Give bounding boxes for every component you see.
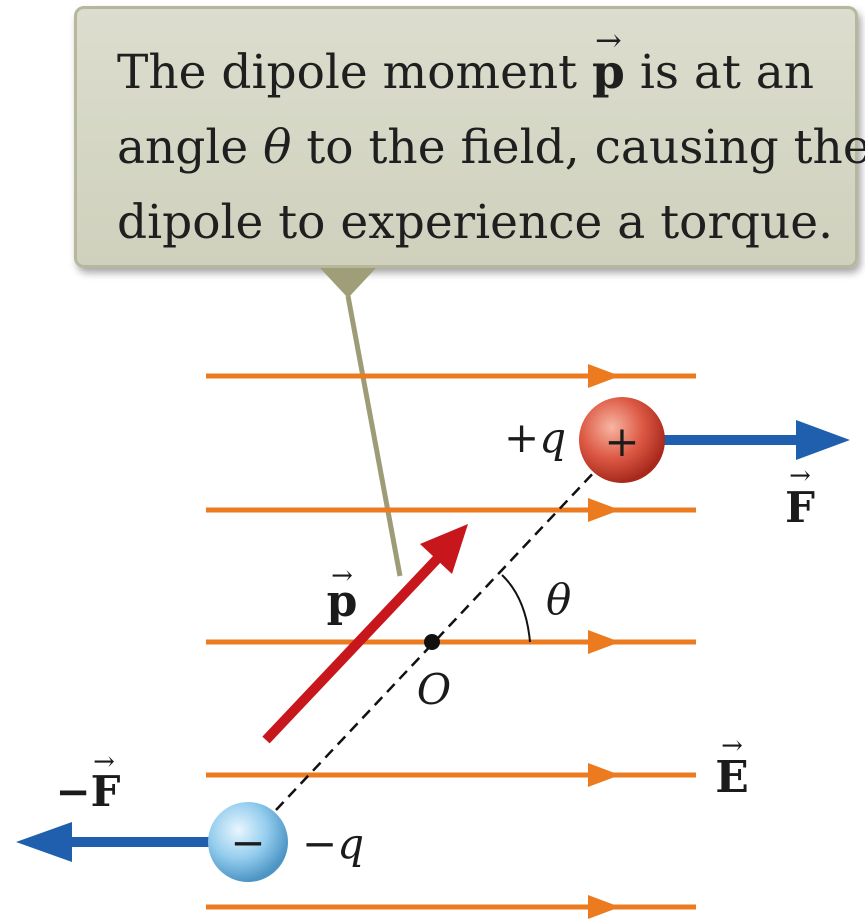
callout-box: The dipole moment p is at an angle θ to … — [74, 3, 865, 268]
neg-force-label: −F — [55, 767, 120, 816]
plus-q-label: +q — [504, 413, 566, 462]
origin-point — [424, 634, 440, 650]
force-label: F — [785, 483, 815, 532]
e-label: E — [715, 752, 749, 803]
dipole-moment-label: → p — [327, 561, 358, 627]
e-vector-arrow: → — [721, 731, 743, 761]
force-label-right: → F — [785, 461, 815, 532]
force-arrow-left — [16, 822, 222, 862]
callout-pointer-line — [345, 295, 403, 577]
positive-charge — [579, 397, 665, 483]
callout-line-2: angle θ to the field, causing the — [117, 110, 865, 185]
callout-line-1: The dipole moment p is at an — [117, 3, 835, 110]
field-lines — [206, 364, 696, 919]
neg-force-vector-arrow: → — [93, 747, 115, 777]
field-arrowhead — [588, 364, 620, 388]
angle-arc — [501, 574, 531, 643]
callout-text: is at an — [624, 45, 815, 100]
field-label: → E — [715, 731, 749, 803]
field-arrowhead — [588, 498, 620, 522]
dipole-moment-arrow — [262, 524, 468, 744]
force-vector-arrow: → — [789, 461, 811, 491]
angle-label: θ — [546, 575, 571, 624]
negative-charge-sign: − — [230, 818, 265, 867]
callout-text: The dipole moment — [117, 45, 593, 100]
force-label-left: → −F — [55, 747, 120, 816]
negative-charge — [208, 802, 288, 882]
p-vector-arrow: → — [331, 561, 353, 591]
positive-charge-sign: + — [604, 417, 639, 466]
force-arrow-right — [656, 420, 850, 460]
field-arrowhead — [588, 630, 620, 654]
field-arrowhead — [588, 895, 620, 919]
callout-line-3: dipole to experience a torque. — [117, 195, 834, 250]
theta-symbol: θ — [263, 120, 292, 175]
field-arrowhead — [588, 763, 620, 787]
dipole-moment-symbol: p — [592, 3, 625, 110]
callout-text: to the field, causing the — [291, 120, 865, 175]
callout-text: angle — [117, 120, 264, 175]
callout-pointer-tip — [320, 268, 376, 298]
minus-q-label: −q — [302, 819, 364, 868]
p-label: p — [327, 576, 358, 627]
origin-label: O — [417, 665, 451, 714]
